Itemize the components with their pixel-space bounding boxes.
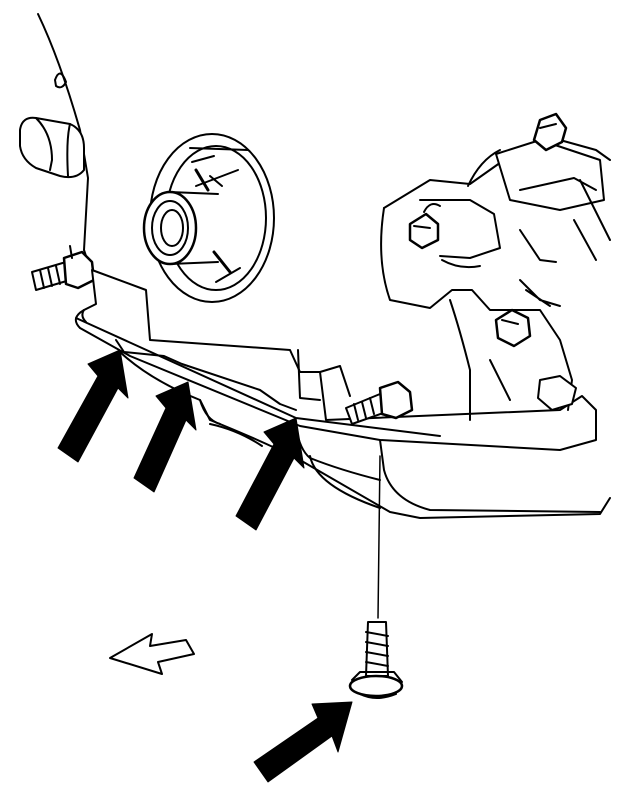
oil-pan-bolt bbox=[348, 621, 404, 699]
engine-mount bbox=[19, 116, 85, 179]
right-stud bbox=[297, 349, 414, 425]
oil-pan-edge-arrow-middle bbox=[133, 381, 197, 493]
front-direction-arrow bbox=[109, 633, 195, 675]
callout-arrows bbox=[57, 349, 353, 783]
oil-pan-flange bbox=[74, 269, 597, 451]
crankshaft-seal bbox=[142, 190, 219, 266]
oil-pan-edge-arrow-left bbox=[57, 349, 129, 463]
oil-pan-edge-arrow-right bbox=[235, 417, 305, 531]
transmission-housing bbox=[380, 112, 611, 421]
bolt-head-arrow bbox=[253, 701, 353, 783]
alignment-line bbox=[377, 455, 381, 619]
left-stud bbox=[31, 245, 96, 291]
